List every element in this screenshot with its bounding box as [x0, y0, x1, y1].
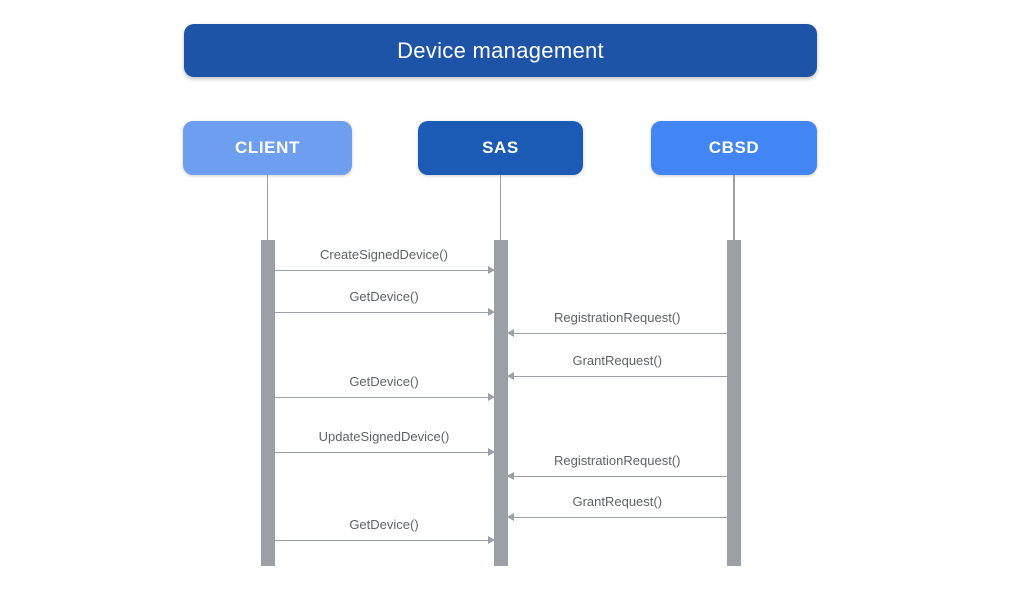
message-label: GrantRequest() [572, 494, 663, 509]
message-3: GrantRequest() [506, 353, 727, 380]
message-arrow-line [506, 472, 727, 480]
message-7: GrantRequest() [506, 494, 727, 521]
message-0: CreateSignedDevice() [274, 247, 495, 274]
diagram-title: Device management [397, 37, 604, 63]
arrowhead-right-icon [487, 308, 495, 316]
message-label: UpdateSignedDevice() [318, 429, 450, 444]
message-label: RegistrationRequest() [554, 453, 681, 468]
message-arrow-line [506, 513, 727, 521]
lifeline-sas [499, 175, 502, 240]
actor-label-client: CLIENT [235, 138, 300, 157]
message-2: RegistrationRequest() [506, 310, 727, 337]
message-arrow-line [274, 536, 495, 544]
arrowhead-right-icon [487, 448, 495, 456]
message-arrow-line [274, 308, 495, 316]
message-8: GetDevice() [274, 517, 495, 544]
lifeline-client [266, 175, 269, 240]
message-6: RegistrationRequest() [506, 453, 727, 480]
message-label: GetDevice() [349, 517, 419, 532]
lifeline-cbsd [733, 175, 735, 240]
actor-box-sas: SAS [418, 121, 583, 175]
arrowhead-right-icon [487, 393, 495, 401]
diagram-title-banner: Device management [184, 24, 817, 77]
message-label: RegistrationRequest() [554, 310, 681, 325]
message-arrow-line [506, 329, 727, 337]
message-arrow-line [506, 372, 727, 380]
actor-label-cbsd: CBSD [708, 138, 760, 157]
actor-box-client: CLIENT [183, 121, 352, 175]
arrowhead-right-icon [487, 536, 495, 544]
message-arrow-line [274, 266, 495, 274]
message-arrow-line [274, 448, 495, 456]
message-1: GetDevice() [274, 289, 495, 316]
activation-bar-client [260, 240, 275, 566]
message-label: GrantRequest() [572, 353, 663, 368]
activation-bar-cbsd [727, 240, 741, 566]
arrowhead-left-icon [506, 472, 514, 480]
message-4: GetDevice() [274, 374, 495, 401]
message-arrow-line [274, 393, 495, 401]
actor-box-cbsd: CBSD [651, 121, 817, 175]
arrowhead-left-icon [506, 513, 514, 521]
message-label: GetDevice() [349, 289, 419, 304]
message-label: CreateSignedDevice() [320, 247, 448, 262]
message-5: UpdateSignedDevice() [274, 429, 495, 456]
actor-label-sas: SAS [482, 138, 519, 157]
activation-bar-sas [493, 240, 508, 566]
arrowhead-left-icon [506, 372, 514, 380]
arrowhead-right-icon [487, 266, 495, 274]
message-label: GetDevice() [349, 374, 419, 389]
arrowhead-left-icon [506, 329, 514, 337]
